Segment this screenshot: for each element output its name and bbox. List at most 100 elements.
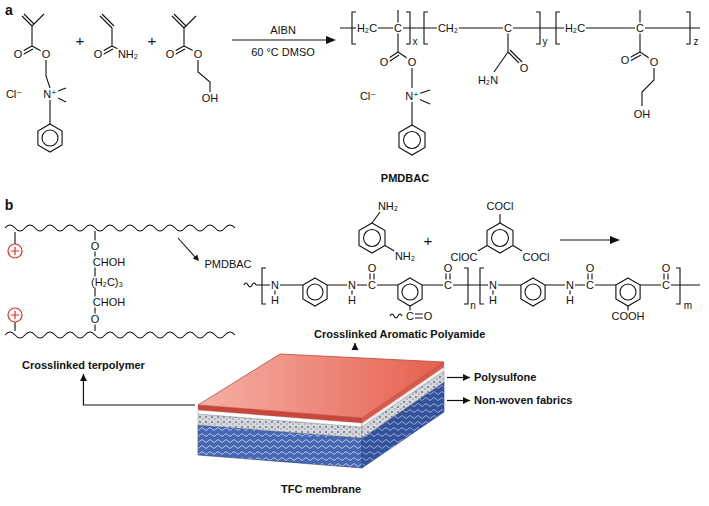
polymer-chain bbox=[5, 332, 235, 338]
layer-label: Crosslinked Aromatic Polyamide bbox=[310, 326, 489, 343]
monomer-bonds bbox=[21, 14, 66, 124]
benzene-ring bbox=[38, 124, 62, 152]
atom-label: H bbox=[488, 295, 498, 306]
atom-label: H₂C bbox=[356, 23, 378, 34]
arrow-shaft bbox=[232, 39, 328, 40]
subscript: x bbox=[412, 37, 419, 47]
layer-label: Crosslinked terpolymer bbox=[18, 357, 149, 374]
polymer-chain bbox=[5, 225, 235, 231]
atom-label: NH₂ bbox=[117, 49, 139, 60]
benzene-ring bbox=[303, 278, 327, 306]
atom-label: C bbox=[661, 280, 671, 291]
plus-sign: + bbox=[75, 33, 86, 48]
crosslink-end bbox=[390, 314, 402, 318]
atom-label: C bbox=[393, 23, 403, 34]
panel-letter: a bbox=[4, 3, 14, 17]
cationic-charge-symbols bbox=[8, 244, 22, 322]
atom-label: O bbox=[585, 263, 596, 274]
repeat-brackets bbox=[352, 12, 690, 44]
atom-label: C bbox=[367, 280, 377, 291]
reaction-condition: AIBN bbox=[269, 25, 297, 36]
substituent-bonds bbox=[372, 212, 522, 252]
atom-label: N⁺ bbox=[42, 89, 58, 100]
atom-label: ClOC bbox=[450, 252, 479, 263]
leader-arrow bbox=[447, 377, 470, 378]
atom-label: C bbox=[585, 280, 595, 291]
atom-label: N bbox=[270, 280, 280, 291]
atom-label: O bbox=[90, 241, 101, 252]
atom-label: COCl bbox=[486, 201, 515, 212]
reaction-arrow bbox=[232, 36, 336, 44]
ion-label: Cl⁻ bbox=[359, 91, 377, 102]
atom-label: H₂C bbox=[564, 23, 586, 34]
atom-label: CHOH bbox=[92, 257, 126, 268]
polymer-name: PMDBAC bbox=[380, 173, 430, 184]
atom-label: O bbox=[90, 314, 101, 325]
atom-label: C bbox=[635, 23, 645, 34]
ion-label: Cl⁻ bbox=[5, 89, 23, 100]
atom-label: O bbox=[407, 57, 418, 68]
aromatic-circle bbox=[307, 284, 323, 300]
arrow-head bbox=[326, 36, 336, 44]
reactant-structures bbox=[359, 212, 620, 253]
pointer-head bbox=[193, 255, 199, 262]
aromatic-circle bbox=[402, 284, 418, 300]
repeat-brackets bbox=[262, 268, 680, 304]
benzene-ring bbox=[398, 278, 422, 306]
atom-label: O bbox=[165, 49, 176, 60]
subscript: m bbox=[683, 301, 693, 311]
atom-label: O bbox=[519, 63, 530, 74]
atom-label: NH₂ bbox=[377, 201, 399, 212]
aromatic-circle bbox=[620, 284, 636, 300]
atom-label: H bbox=[347, 295, 357, 306]
atom-label: CH₂ bbox=[437, 23, 459, 34]
layer-label: Polysulfone bbox=[470, 369, 540, 386]
atom-label: N bbox=[347, 280, 357, 291]
membrane-illustration-box: TFC membrane bbox=[195, 350, 447, 498]
pointer-line bbox=[178, 238, 195, 257]
atom-label: O bbox=[443, 263, 454, 274]
atom-label: OH bbox=[201, 93, 220, 104]
atom-label: CHOH bbox=[92, 297, 126, 308]
atom-label: O bbox=[379, 57, 390, 68]
atom-label: COCl bbox=[522, 252, 551, 263]
atom-label: O bbox=[367, 263, 378, 274]
atom-label: O bbox=[193, 49, 204, 60]
arrow-shaft bbox=[560, 239, 612, 240]
plus-sign: + bbox=[147, 33, 158, 48]
subscript: n bbox=[469, 301, 477, 311]
atom-label: O bbox=[620, 55, 631, 66]
atom-label: O bbox=[661, 263, 672, 274]
benzene-ring bbox=[521, 278, 545, 306]
layer-label: Non-woven fabrics bbox=[470, 392, 576, 409]
crosslink-bond bbox=[15, 231, 95, 331]
atom-label: OH bbox=[633, 109, 652, 120]
node-text: Non-woven fabrics bbox=[474, 394, 572, 407]
atom-label: O bbox=[93, 49, 104, 60]
polymer-bonds bbox=[340, 10, 700, 125]
atom-label: (H₂C)₃ bbox=[90, 277, 124, 288]
node-text: Polysulfone bbox=[474, 371, 536, 384]
atom-label: H bbox=[565, 295, 575, 306]
polymer-structure bbox=[340, 10, 700, 155]
atom-label: O bbox=[423, 311, 434, 322]
monomer-structures bbox=[21, 14, 210, 152]
atom-label: NH₂ bbox=[394, 251, 416, 262]
node-text: Crosslinked Aromatic Polyamide bbox=[314, 328, 485, 341]
membrane-illustration bbox=[198, 354, 444, 468]
atom-label: N bbox=[488, 280, 498, 291]
active-layer-top bbox=[198, 354, 444, 418]
atom-label: H₂N bbox=[477, 75, 499, 86]
chain-end bbox=[244, 283, 256, 287]
benzene-ring bbox=[487, 223, 513, 253]
monomer-bonds bbox=[172, 14, 210, 92]
atom-label: O bbox=[649, 57, 660, 68]
arrow-head bbox=[610, 236, 620, 244]
polymer-name: PMDBAC bbox=[203, 259, 252, 270]
atom-label: H bbox=[270, 295, 280, 306]
charge-plus bbox=[11, 247, 19, 319]
node-text: Crosslinked terpolymer bbox=[22, 359, 145, 372]
leader-arrow bbox=[83, 374, 195, 405]
aromatic-circle bbox=[364, 230, 381, 247]
